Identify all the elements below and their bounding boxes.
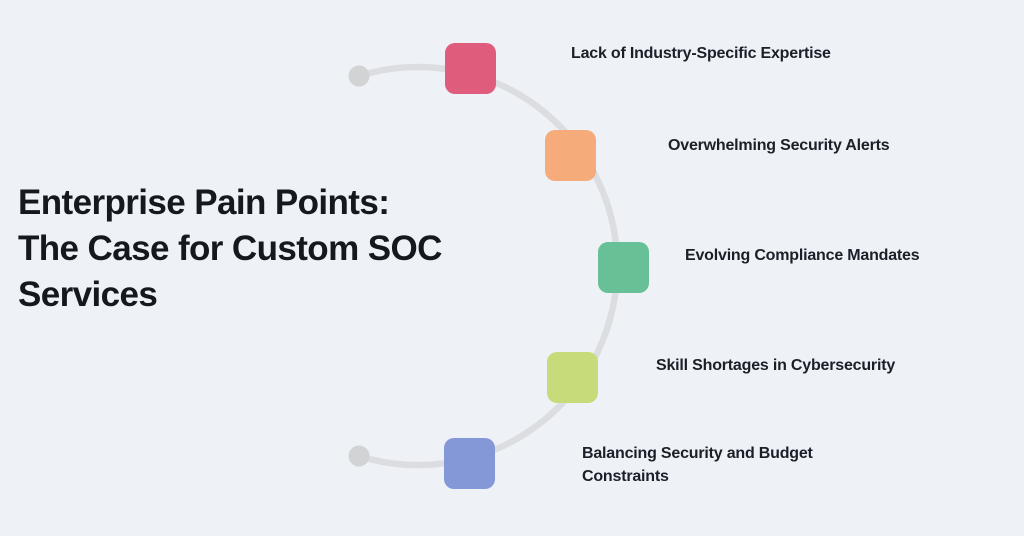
arc-endpoint-dot-bottom (348, 445, 370, 467)
pain-point-label-1: Lack of Industry-Specific Expertise (571, 45, 831, 62)
pain-point-label-2: Overwhelming Security Alerts (668, 137, 890, 154)
pain-point-label-5: Balancing Security and Budget Constraint… (582, 445, 813, 485)
pain-point-marker-4 (547, 352, 598, 403)
page-title: Enterprise Pain Points: The Case for Cus… (18, 183, 442, 314)
pain-point-marker-5 (444, 438, 495, 489)
pain-point-label-4: Skill Shortages in Cybersecurity (656, 357, 896, 374)
pain-point-marker-2 (545, 130, 596, 181)
arc-endpoint-dot-top (348, 65, 370, 87)
pain-point-label-3: Evolving Compliance Mandates (685, 247, 920, 264)
pain-point-marker-1 (445, 43, 496, 94)
pain-point-marker-3 (598, 242, 649, 293)
